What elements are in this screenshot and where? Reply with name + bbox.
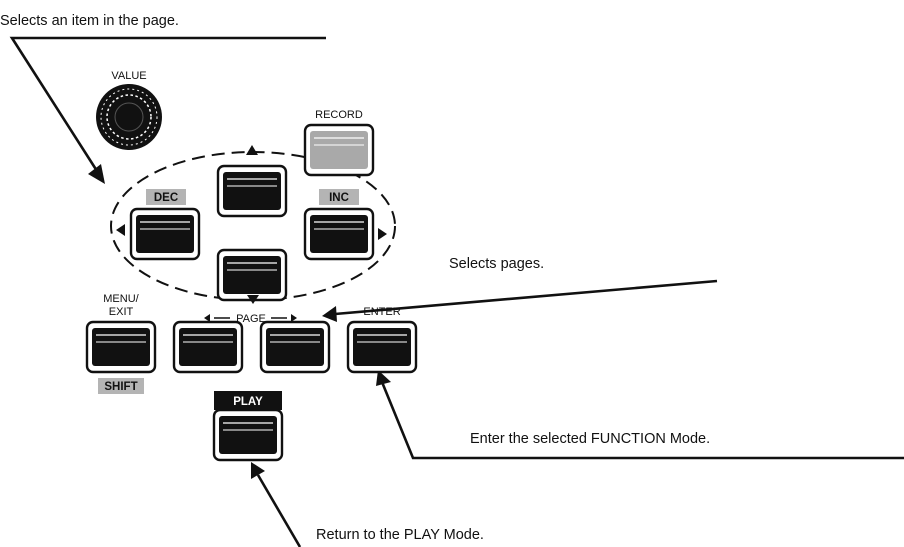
enter-mode-leader [380,381,904,460]
return-play-leader [256,474,302,547]
page-label: PAGE [236,313,266,325]
enter-mode-caption: Enter the selected FUNCTION Mode. [470,431,710,447]
play-label: PLAY [233,396,263,408]
page-left-arrow-icon [204,314,210,322]
inc-label: INC [329,192,349,204]
select-item-leader [9,36,326,172]
enter-label: ENTER [363,306,400,318]
up-arrow-icon [246,145,258,155]
left-arrow-icon [116,224,125,236]
enter-mode-arrowhead [376,370,391,386]
down-button[interactable] [216,248,288,302]
value-knob[interactable] [96,84,162,150]
dec-left-button[interactable] [129,207,201,261]
page-right-button[interactable] [259,320,331,374]
value-label: VALUE [111,70,146,82]
callout-lines [9,36,904,547]
menu-label-line2: EXIT [109,306,134,318]
up-button[interactable] [216,164,288,218]
play-button[interactable] [212,408,284,462]
page-left-button[interactable] [172,320,244,374]
inc-tag [319,189,359,205]
record-label: RECORD [315,109,363,121]
play-tag [214,391,282,410]
down-arrow-icon [247,295,259,304]
select-item-caption: Selects an item in the page. [0,13,179,29]
arrowheads [88,164,391,479]
enter-button[interactable] [346,320,418,374]
shift-label: SHIFT [104,381,137,393]
return-play-caption: Return to the PLAY Mode. [316,527,484,543]
shift-tag [98,378,144,394]
menu-label-line1: MENU/ [103,293,139,305]
return-play-arrowhead [251,462,265,479]
page-right-arrow-icon [291,314,297,322]
inc-right-button[interactable] [303,207,375,261]
record-button[interactable] [303,123,375,177]
right-arrow-icon [378,228,387,240]
select-pages-caption: Selects pages. [449,256,544,272]
select-pages-arrowhead [322,306,337,322]
dec-label: DEC [154,192,178,204]
dec-tag [146,189,186,205]
menu-exit-button[interactable] [85,320,157,374]
select-item-arrowhead [88,164,105,184]
select-pages-leader [334,279,718,316]
